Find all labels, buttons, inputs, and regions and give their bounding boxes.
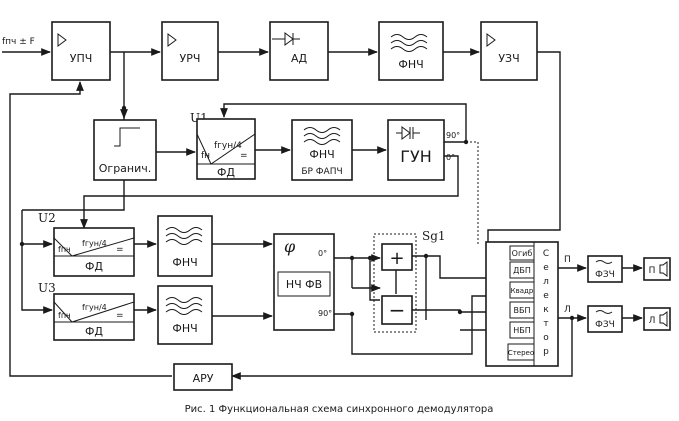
block-uzch: УЗЧ	[480, 21, 538, 81]
phase-detector-u1: U1 fгун/4 fн = ФД	[190, 111, 256, 180]
step-limiter-icon	[114, 127, 140, 147]
svg-text:е: е	[543, 263, 549, 273]
svg-text:=: =	[240, 151, 248, 161]
svg-text:БР ФАПЧ: БР ФАПЧ	[301, 167, 342, 177]
svg-text:90°: 90°	[318, 309, 332, 318]
svg-text:0°: 0°	[318, 249, 327, 258]
input-label: fпч ± F	[2, 37, 35, 47]
selector-items: Огиб ДБП Квадр ВБП НБП Стерео	[507, 245, 535, 361]
svg-text:УЗЧ: УЗЧ	[498, 52, 519, 65]
svg-text:АД: АД	[291, 52, 308, 65]
junction-dots	[19, 105, 575, 321]
matrix-sg1: Sg1 + −	[373, 229, 446, 333]
output-label-l: Л	[564, 305, 571, 315]
svg-text:90°: 90°	[446, 131, 460, 140]
speaker-l: Л	[643, 307, 671, 331]
svg-text:л: л	[543, 277, 549, 287]
selector: Огиб ДБП Квадр ВБП НБП Стерео С е л е к …	[485, 241, 559, 367]
svg-text:U2: U2	[38, 211, 56, 225]
selector-item: Квадр	[511, 287, 534, 295]
speaker-icon	[659, 311, 668, 327]
svg-text:НЧ ФВ: НЧ ФВ	[286, 278, 322, 291]
selector-item: Стерео	[508, 349, 534, 357]
block-gun: ГУН 90° 0°	[387, 119, 460, 181]
svg-text:т: т	[543, 319, 548, 329]
block-ogranich: Огранич.	[93, 119, 157, 181]
svg-text:УПЧ: УПЧ	[70, 52, 93, 65]
svg-text:ФД: ФД	[217, 166, 235, 179]
block-urch: УРЧ	[161, 21, 219, 81]
svg-text:Sg1: Sg1	[422, 229, 446, 243]
amplifier-triangle-icon	[486, 33, 496, 47]
lowpass-filter-icon	[165, 297, 203, 315]
svg-text:=: =	[116, 311, 124, 321]
svg-text:р: р	[543, 347, 549, 357]
svg-text:fгун/4: fгун/4	[214, 141, 242, 151]
block-fnch-top: ФНЧ	[378, 21, 444, 81]
svg-text:ГУН: ГУН	[400, 147, 432, 166]
svg-text:С: С	[543, 249, 549, 259]
lowpass-filter-icon	[390, 34, 428, 52]
block-fnch-low: ФНЧ	[157, 285, 213, 345]
block-aru: АРУ	[173, 363, 233, 391]
amplifier-triangle-icon	[57, 33, 67, 47]
selector-item: ВБП	[514, 306, 531, 315]
svg-text:ФД: ФД	[85, 325, 103, 338]
svg-text:ФД: ФД	[85, 260, 103, 273]
svg-text:ФНЧ: ФНЧ	[398, 58, 423, 71]
svg-text:U3: U3	[38, 281, 56, 295]
diode-icon	[272, 32, 300, 46]
svg-text:УРЧ: УРЧ	[180, 52, 201, 65]
figure-caption: Рис. 1 Функциональная схема синхронного …	[185, 404, 494, 415]
svg-text:ФНЧ: ФНЧ	[309, 148, 334, 161]
block-fnch-mid: ФНЧ	[157, 215, 213, 277]
phase-detector-u2: U2 fгун/4 fпч = ФД	[38, 211, 135, 277]
block-upch: УПЧ	[51, 21, 111, 81]
svg-text:fн: fн	[201, 151, 210, 161]
svg-text:fгун/4: fгун/4	[82, 303, 107, 312]
block-fnch-apch: ФНЧ БР ФАПЧ	[291, 119, 353, 181]
svg-text:φ: φ	[284, 237, 296, 256]
speaker-icon	[659, 261, 668, 277]
block-ad: АД	[269, 21, 329, 81]
amplifier-triangle-icon	[167, 33, 177, 47]
svg-text:=: =	[116, 245, 124, 255]
svg-text:fпч: fпч	[58, 311, 71, 320]
selector-item: ДБП	[513, 266, 531, 275]
svg-text:fгун/4: fгун/4	[82, 239, 107, 248]
block-fzch-l: ФЗЧ	[587, 305, 623, 333]
svg-text:ФНЧ: ФНЧ	[172, 322, 197, 335]
varicap-icon	[396, 126, 420, 140]
svg-text:Огранич.: Огранич.	[99, 162, 152, 175]
speaker-p: П	[643, 257, 671, 281]
lowpass-filter-icon	[165, 227, 203, 245]
svg-text:о: о	[543, 333, 549, 343]
lowpass-filter-icon	[303, 127, 341, 145]
svg-text:fпч: fпч	[58, 245, 71, 254]
svg-text:0°: 0°	[446, 153, 455, 162]
selector-item: НБП	[513, 326, 531, 335]
svg-text:+: +	[389, 248, 404, 269]
svg-text:ФЗЧ: ФЗЧ	[595, 320, 615, 330]
block-fzch-p: ФЗЧ	[587, 255, 623, 283]
svg-text:к: к	[543, 305, 549, 315]
phase-detector-u3: U3 fгун/4 fпч = ФД	[38, 281, 135, 341]
selector-title: С е л е к т о р	[543, 249, 549, 357]
output-label-p: П	[564, 255, 571, 265]
svg-text:Л: Л	[649, 316, 656, 326]
svg-text:АРУ: АРУ	[193, 372, 214, 385]
selector-item: Огиб	[512, 249, 533, 258]
svg-text:−: −	[389, 298, 406, 322]
svg-text:П: П	[649, 266, 656, 276]
svg-text:ФНЧ: ФНЧ	[172, 256, 197, 269]
block-phase-shifter: φ НЧ ФВ 0° 90°	[273, 233, 335, 331]
svg-text:е: е	[543, 291, 549, 301]
svg-text:ФЗЧ: ФЗЧ	[595, 270, 615, 280]
